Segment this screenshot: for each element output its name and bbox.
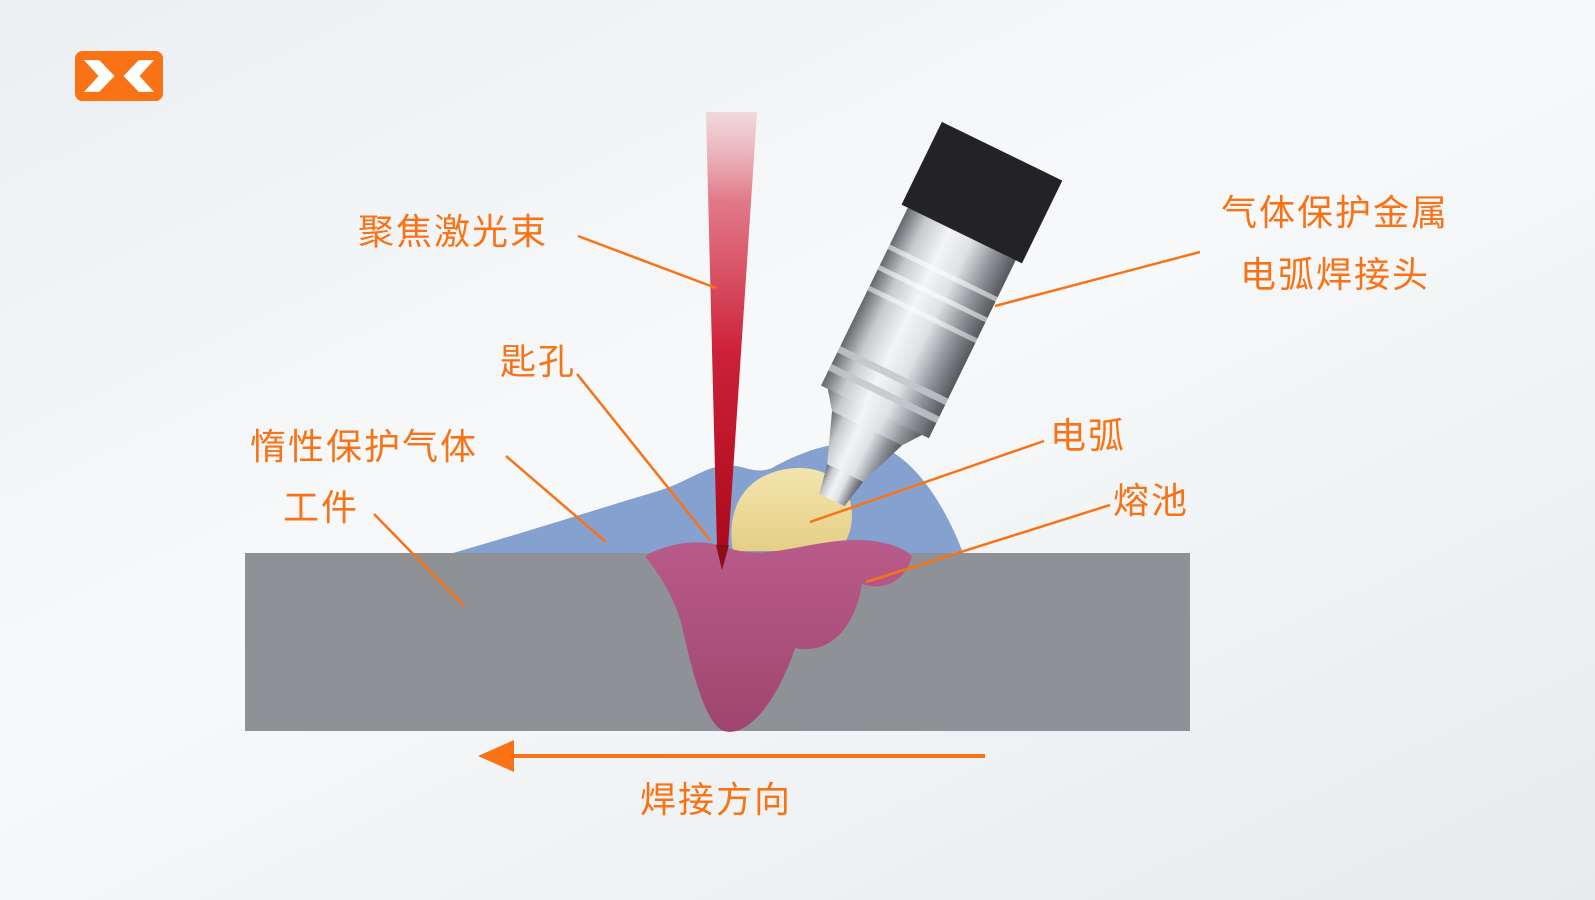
torch-body — [821, 202, 1019, 439]
welding-torch — [819, 121, 1063, 507]
torch-label-line2: 电弧焊接头 — [1239, 253, 1430, 295]
torch-label: 气体保护金属 电弧焊接头 — [1200, 182, 1470, 306]
leader-keyhole — [576, 373, 711, 541]
welding-direction-arrow — [478, 740, 985, 772]
leader-melt-pool — [865, 503, 1111, 584]
torch-band — [867, 285, 978, 343]
keyhole-spike — [716, 545, 729, 570]
keyhole-label: 匙孔 — [500, 341, 577, 382]
arc-label: 电弧 — [1050, 415, 1127, 456]
torch-band — [837, 346, 949, 405]
melt-pool-region — [645, 540, 912, 732]
leader-laser-beam — [577, 234, 717, 290]
torch-band — [887, 244, 998, 302]
torch-label-line1: 气体保护金属 — [1220, 192, 1449, 233]
torch-band — [828, 364, 940, 423]
torch-band — [877, 265, 988, 323]
melt-pool-label: 熔池 — [1113, 480, 1190, 521]
brand-logo — [75, 45, 163, 107]
torch-tip — [819, 464, 864, 507]
leader-lines — [373, 234, 1201, 607]
leader-arc — [809, 439, 1045, 524]
laser-beam — [706, 112, 757, 548]
weld-direction-label: 焊接方向 — [640, 779, 793, 820]
laser-beam-label: 聚焦激光束 — [358, 211, 549, 252]
leader-shield-gas — [505, 455, 607, 543]
double-chevron-x-icon — [75, 50, 163, 102]
torch-cap — [901, 121, 1063, 264]
torch-shoulder — [827, 386, 925, 446]
torch-nozzle — [827, 411, 903, 482]
arrow-head-icon — [478, 740, 514, 772]
leader-torch — [994, 250, 1201, 308]
shield-gas-label: 惰性保护气体 — [250, 426, 479, 467]
workpiece-label: 工件 — [283, 487, 360, 528]
leader-workpiece — [373, 513, 465, 607]
